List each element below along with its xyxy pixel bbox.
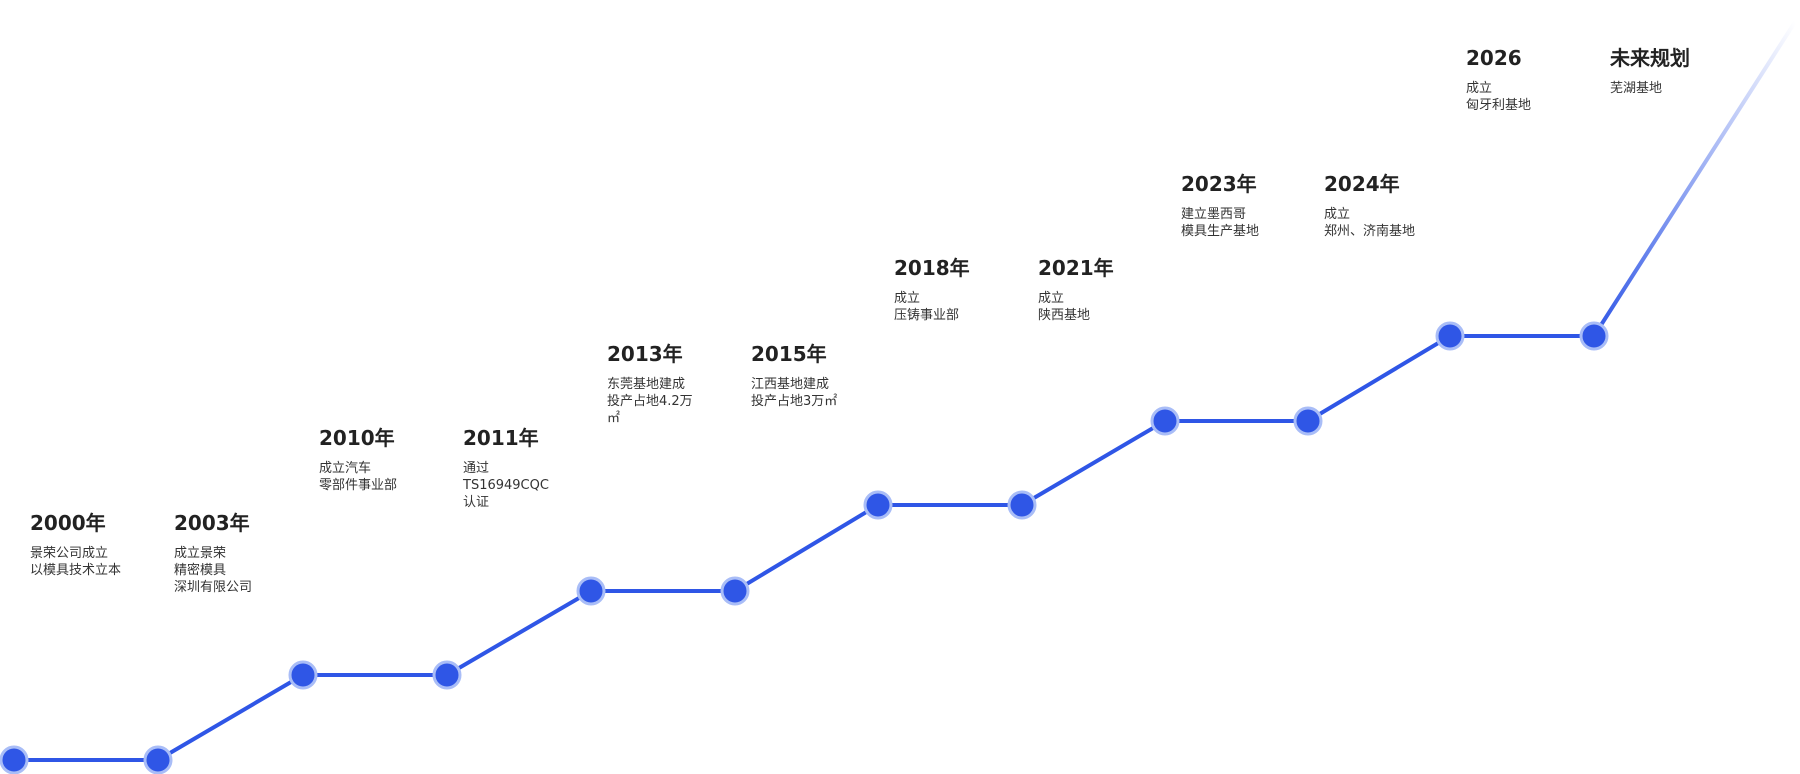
milestone-description: 通过 TS16949CQC 认证: [463, 461, 549, 510]
milestone-description: 成立 匈牙利基地: [1466, 81, 1532, 113]
milestone-description: 成立汽车 零部件事业部: [319, 461, 398, 493]
milestone-year: 2018年: [894, 256, 970, 280]
milestone-description: 景荣公司成立 以模具技术立本: [30, 546, 122, 578]
milestone-description: 建立墨西哥 模具生产基地: [1181, 207, 1260, 239]
milestone-description: 成立景荣 精密模具 深圳有限公司: [174, 546, 253, 595]
milestone-year: 2026: [1466, 46, 1522, 70]
dashed-markers: [12, 40, 1596, 732]
milestone-year: 未来规划: [1610, 46, 1690, 70]
timeline-node: [143, 745, 173, 774]
milestone-description: 东莞基地建成 投产占地4.2万 ㎡: [607, 377, 693, 426]
timeline-node: [1150, 406, 1180, 436]
milestone-description: 成立 压铸事业部: [894, 291, 960, 323]
milestone-year: 2003年: [174, 511, 250, 535]
timeline-node: [1579, 321, 1609, 351]
milestone-description: 芜湖基地: [1610, 81, 1663, 96]
milestone-year: 2015年: [751, 342, 827, 366]
milestone-description: 成立 陕西基地: [1038, 291, 1091, 323]
timeline-node: [863, 490, 893, 520]
milestone-year: 2023年: [1181, 172, 1257, 196]
stair-path: [14, 334, 1594, 762]
future-arrow-line: [1592, 20, 1797, 338]
timeline-node: [1435, 321, 1465, 351]
timeline-node: [288, 660, 318, 690]
milestone-year: 2010年: [319, 426, 395, 450]
milestone-description: 成立 郑州、济南基地: [1324, 207, 1416, 239]
timeline-node: [576, 576, 606, 606]
timeline-node: [720, 576, 750, 606]
timeline-node: [0, 745, 29, 774]
timeline-nodes: [0, 321, 1609, 774]
milestone-year: 2021年: [1038, 256, 1114, 280]
timeline-node: [432, 660, 462, 690]
milestone-description: 江西基地建成 投产占地3万㎡: [751, 377, 838, 409]
timeline-node: [1293, 406, 1323, 436]
milestone-year: 2011年: [463, 426, 539, 450]
milestone-year: 2000年: [30, 511, 106, 535]
milestone-year: 2013年: [607, 342, 683, 366]
timeline-node: [1007, 490, 1037, 520]
milestone-year: 2024年: [1324, 172, 1400, 196]
